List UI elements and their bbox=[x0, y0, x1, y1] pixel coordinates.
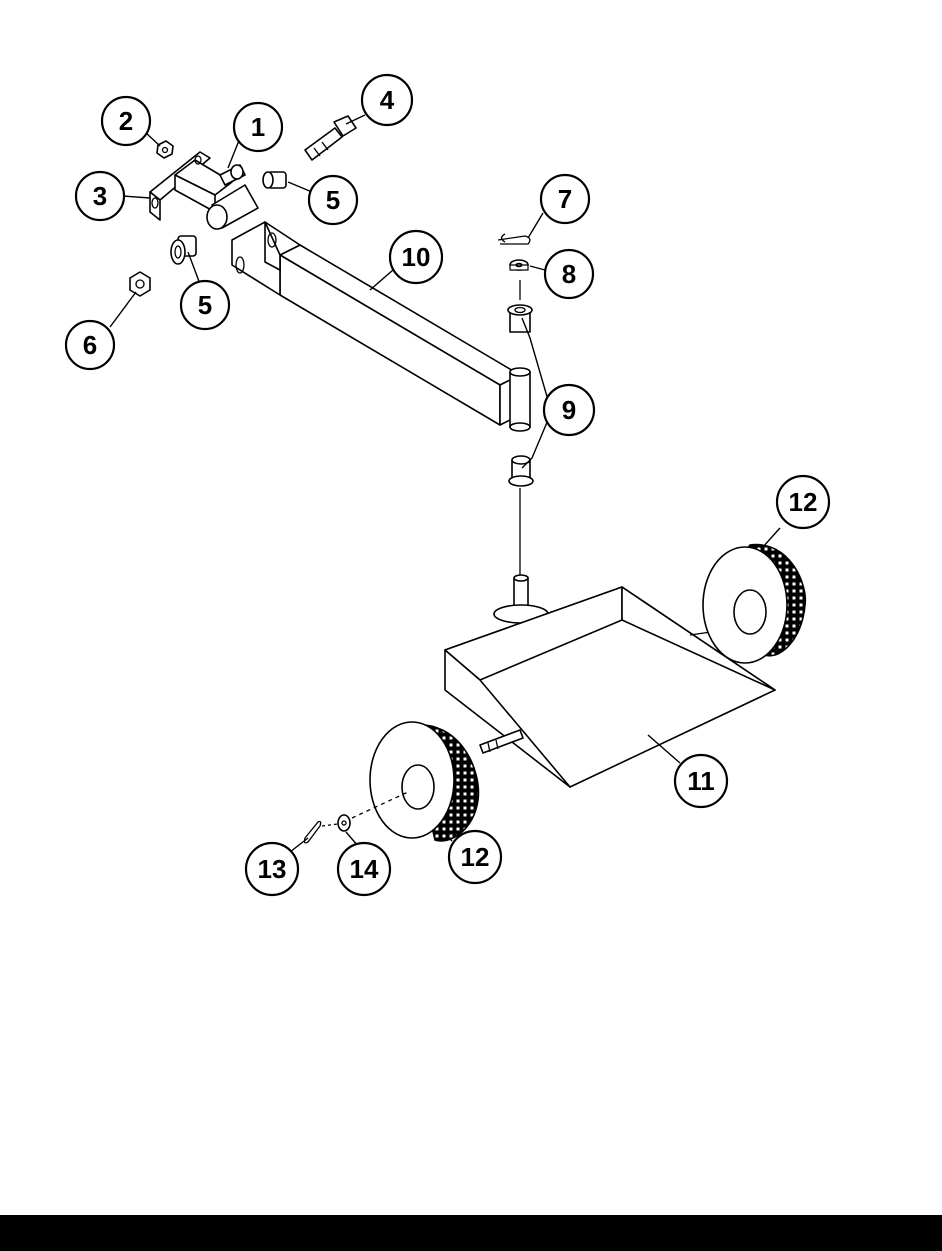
part-1-bolt bbox=[220, 165, 245, 185]
callout-3-label: 3 bbox=[93, 181, 107, 211]
callout-12-rear-label: 12 bbox=[789, 487, 818, 517]
callout-13-label: 13 bbox=[258, 854, 287, 884]
part-6-hex-nut bbox=[130, 272, 150, 296]
callout-12-rear: 12 bbox=[777, 476, 829, 528]
callout-9: 9 bbox=[544, 385, 594, 435]
callout-5-upper-label: 5 bbox=[326, 185, 340, 215]
part-5-pin-upper bbox=[263, 172, 286, 188]
callout-11-label: 11 bbox=[687, 766, 715, 796]
callout-6-label: 6 bbox=[83, 330, 97, 360]
callout-2-label: 2 bbox=[119, 106, 133, 136]
callout-5-lower-label: 5 bbox=[198, 290, 212, 320]
callout-14: 14 bbox=[338, 843, 390, 895]
part-14-washer bbox=[338, 815, 350, 831]
callout-9-label: 9 bbox=[562, 395, 576, 425]
callout-13: 13 bbox=[246, 843, 298, 895]
callout-2: 2 bbox=[102, 97, 150, 145]
part-12-wheel-rear bbox=[703, 545, 805, 663]
part-3-hitch-bracket bbox=[150, 152, 258, 229]
callout-12-front-label: 12 bbox=[461, 842, 490, 872]
part-5-pin-lower bbox=[171, 236, 196, 264]
callout-8-label: 8 bbox=[562, 259, 576, 289]
part-7-cotter-pin bbox=[498, 234, 530, 244]
exploded-parts-diagram: 1 2 3 4 5 5 6 7 8 9 10 11 12 12 13 14 bbox=[0, 0, 942, 1215]
callout-10: 10 bbox=[390, 231, 442, 283]
part-8-washer bbox=[510, 260, 528, 270]
callout-10-label: 10 bbox=[402, 242, 431, 272]
assembly-line-cotter bbox=[322, 824, 338, 826]
callout-7: 7 bbox=[541, 175, 589, 223]
callout-5-lower: 5 bbox=[181, 281, 229, 329]
callout-14-label: 14 bbox=[350, 854, 379, 884]
callout-8: 8 bbox=[545, 250, 593, 298]
part-12-wheel-front bbox=[370, 722, 478, 841]
callout-12-front: 12 bbox=[449, 831, 501, 883]
part-10-tongue-tube bbox=[232, 222, 520, 425]
callout-1: 1 bbox=[234, 103, 282, 151]
callout-6: 6 bbox=[66, 321, 114, 369]
part-2-nut bbox=[157, 141, 173, 158]
callout-11: 11 bbox=[675, 755, 727, 807]
callout-5-upper: 5 bbox=[309, 176, 357, 224]
callout-4: 4 bbox=[362, 75, 412, 125]
callout-3: 3 bbox=[76, 172, 124, 220]
part-9-pivot-sleeve-and-bushings bbox=[508, 305, 533, 486]
callout-1-label: 1 bbox=[251, 112, 265, 142]
callout-4-label: 4 bbox=[380, 85, 395, 115]
callout-7-label: 7 bbox=[558, 184, 572, 214]
bottom-black-bar bbox=[0, 1215, 942, 1251]
